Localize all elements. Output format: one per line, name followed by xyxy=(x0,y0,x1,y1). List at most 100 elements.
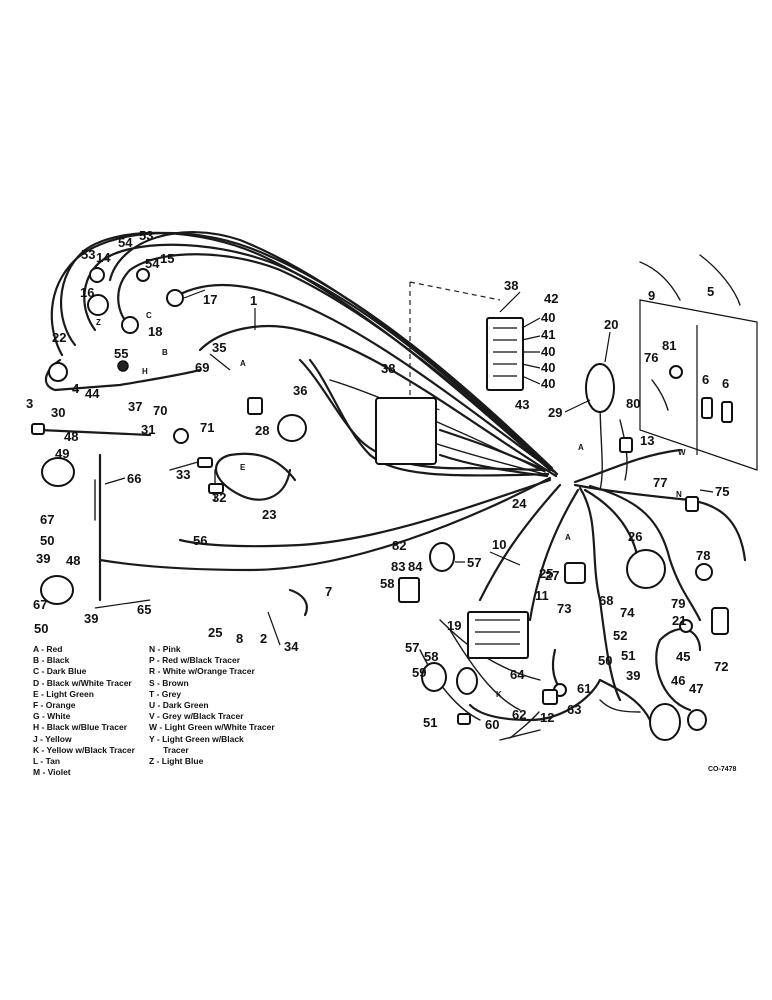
legend-item: K - Yellow w/Black Tracer xyxy=(33,744,135,755)
callout-19: 19 xyxy=(447,618,461,633)
callout-15: 15 xyxy=(160,251,174,266)
callout-63: 63 xyxy=(567,702,581,717)
callout-11: 11 xyxy=(535,588,549,603)
callout-13: 13 xyxy=(640,433,654,448)
fuse-28 xyxy=(247,397,263,415)
callout-68: 68 xyxy=(599,593,613,608)
callout-76: 76 xyxy=(644,350,658,365)
legend-item: Y - Light Green w/Black xyxy=(149,733,244,744)
wire-letter: Z xyxy=(96,318,101,327)
callout-21: 21 xyxy=(672,613,686,628)
legend-item: J - Yellow xyxy=(33,733,72,744)
callout-57a: 57 xyxy=(467,555,481,570)
legend-item: C - Dark Blue xyxy=(33,666,87,677)
callout-59: 59 xyxy=(412,665,426,680)
callout-23: 23 xyxy=(262,507,276,522)
callout-84: 84 xyxy=(408,559,423,574)
callout-52: 52 xyxy=(613,628,627,643)
callout-41: 41 xyxy=(541,327,555,342)
callout-42: 42 xyxy=(544,291,558,306)
sender-78 xyxy=(695,563,713,581)
legend-item: W - Light Green w/White Tracer xyxy=(149,722,275,733)
callout-17: 17 xyxy=(203,292,217,307)
callout-67a: 67 xyxy=(40,512,54,527)
callouts: 1 2 3 4 5 6 6 7 8 9 10 11 12 13 14 15 16… xyxy=(26,228,729,732)
sender-6a xyxy=(701,397,713,419)
callout-47: 47 xyxy=(689,681,703,696)
connector-32 xyxy=(208,483,224,494)
callout-74: 74 xyxy=(620,605,635,620)
callout-35: 35 xyxy=(212,340,226,355)
legend-item: P - Red w/Black Tracer xyxy=(149,655,241,666)
callout-82: 82 xyxy=(392,538,406,553)
legend-item: M - Violet xyxy=(33,767,71,778)
switch-21 xyxy=(679,619,693,633)
callout-55: 55 xyxy=(114,346,128,361)
legend-item: S - Brown xyxy=(149,677,189,688)
sender-81 xyxy=(669,365,683,379)
callout-38a: 38 xyxy=(504,278,518,293)
callout-18: 18 xyxy=(148,324,162,339)
callout-32: 32 xyxy=(212,490,226,505)
lamp-47 xyxy=(687,709,707,731)
generator-26 xyxy=(626,549,666,589)
callout-8: 8 xyxy=(236,631,243,646)
components xyxy=(31,254,758,741)
lamp-22 xyxy=(48,362,68,382)
legend-right: N - Pink P - Red w/Black Tracer R - Whit… xyxy=(149,644,275,767)
legend-item: F - Orange xyxy=(33,700,76,711)
connector-33 xyxy=(197,457,213,468)
callout-78: 78 xyxy=(696,548,710,563)
connector-51 xyxy=(457,713,471,725)
callout-51b: 51 xyxy=(621,648,635,663)
callout-62: 62 xyxy=(512,707,526,722)
callout-10: 10 xyxy=(492,537,506,552)
callout-45: 45 xyxy=(676,649,690,664)
callout-44: 44 xyxy=(85,386,100,401)
legend-item: G - White xyxy=(33,711,71,722)
callout-29: 29 xyxy=(548,405,562,420)
relay-58 xyxy=(398,577,420,603)
callout-6b: 6 xyxy=(722,376,729,391)
legend-item: T - Grey xyxy=(149,688,182,699)
callout-9: 9 xyxy=(648,288,655,303)
callout-49: 49 xyxy=(55,446,69,461)
horn-57 xyxy=(429,542,455,572)
callout-50a: 50 xyxy=(40,533,54,548)
callout-58a: 58 xyxy=(380,576,394,591)
callout-28: 28 xyxy=(255,423,269,438)
callout-53b: 53 xyxy=(139,228,153,243)
callout-40a: 40 xyxy=(541,310,555,325)
lamp-48 xyxy=(40,575,74,605)
lamp-46 xyxy=(649,703,681,741)
coil-29 xyxy=(585,363,615,413)
gauge-17 xyxy=(166,289,184,307)
callout-83: 83 xyxy=(391,559,405,574)
terminal-block-38 xyxy=(375,397,437,465)
legend-item: Z - Light Blue xyxy=(149,756,204,767)
fuse-block-38 xyxy=(486,317,524,391)
callout-4: 4 xyxy=(72,381,80,396)
leader-lines xyxy=(94,289,714,646)
callout-22: 22 xyxy=(52,330,66,345)
callout-39c: 39 xyxy=(626,668,640,683)
wire-letter: E xyxy=(240,463,246,472)
gauge-14 xyxy=(89,267,105,283)
callout-16: 16 xyxy=(80,285,94,300)
legend-left: A - Red B - Black C - Dark Blue D - Blac… xyxy=(33,644,135,778)
plug-3 xyxy=(31,423,45,435)
callout-56: 56 xyxy=(193,533,207,548)
legend-item: E - Light Green xyxy=(33,688,94,699)
connector-75 xyxy=(685,496,699,512)
callout-40d: 40 xyxy=(541,376,555,391)
callout-51a: 51 xyxy=(423,715,437,730)
legend-item: H - Black w/Blue Tracer xyxy=(33,722,128,733)
callout-58b: 58 xyxy=(424,649,438,664)
callout-25a: 25 xyxy=(208,625,222,640)
lamp-59 xyxy=(421,662,447,692)
legend-item: N - Pink xyxy=(149,644,181,654)
callout-7: 7 xyxy=(325,584,332,599)
callout-25b: 25 xyxy=(539,566,553,581)
callout-48b: 48 xyxy=(66,553,80,568)
